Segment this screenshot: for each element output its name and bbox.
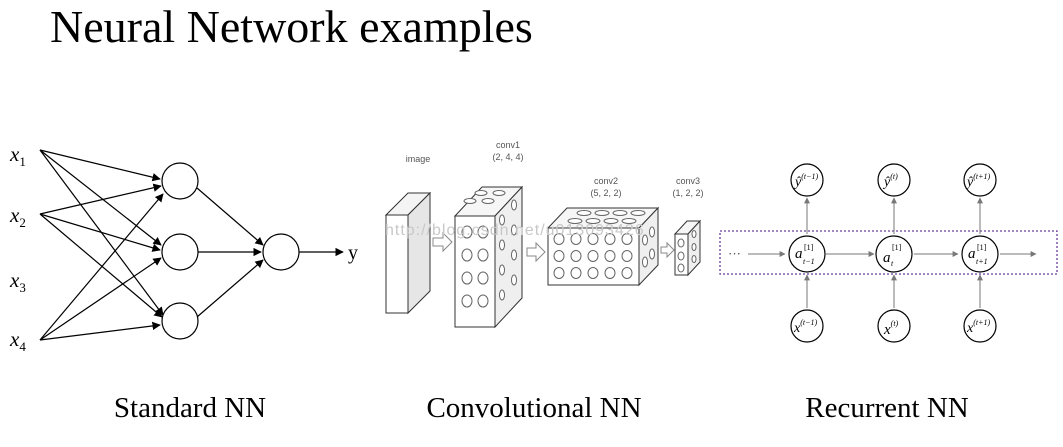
rnn-hidden-frame — [719, 230, 1058, 275]
caption-convolutional-nn: Convolutional NN — [426, 392, 642, 424]
rnn-input-label-t: x(t) — [883, 319, 899, 338]
cnn-arrow-3 — [660, 241, 675, 259]
cnn-conv2-holes — [553, 210, 655, 279]
convolutional-nn-diagram: image conv1 (2, 4, 4 — [384, 140, 704, 329]
rnn-output-label-t: ŷ(t) — [882, 172, 898, 190]
rnn-input-node-t-plus-1 — [963, 309, 997, 343]
rnn-output-node-t — [877, 163, 911, 197]
rnn-hidden-node-t-plus-1 — [961, 235, 999, 273]
rnn-hidden-superscript-t-minus-1: [1] — [804, 243, 814, 252]
hidden-neuron-1 — [161, 162, 199, 200]
hidden-neuron-3 — [161, 302, 199, 340]
watermark-text: http://blog.csdn.net/u013093426 — [385, 222, 645, 239]
standard-nn-diagram: x1 x2 x3 x4 — [9, 142, 358, 354]
cnn-conv1-dims: (2, 4, 4) — [492, 152, 523, 162]
cnn-conv2-block — [546, 206, 660, 287]
cnn-image-label: image — [406, 154, 431, 164]
caption-standard-nn: Standard NN — [113, 392, 267, 424]
cnn-conv3-holes — [677, 230, 697, 273]
rnn-input-node-t-minus-1 — [790, 309, 824, 343]
rnn-hidden-label-t-minus-1: a — [795, 246, 803, 262]
hidden-output-edges — [196, 187, 344, 318]
recurrent-nn-diagram: ··· ŷ(t−1) ŷ(t) ŷ(t — [719, 163, 1058, 343]
input-label-x2: x2 — [9, 203, 26, 230]
cnn-conv2-dims: (5, 2, 2) — [590, 188, 621, 198]
rnn-output-label-t-minus-1: ŷ(t−1) — [793, 172, 819, 190]
rnn-hidden-subscript-t: t — [891, 259, 894, 268]
rnn-hidden-node-t-minus-1 — [788, 235, 826, 273]
rnn-hidden-label-t: a — [883, 250, 891, 266]
rnn-output-node-t-minus-1 — [790, 163, 824, 197]
rnn-hidden-superscript-t: [1] — [892, 243, 902, 252]
cnn-arrow-2 — [526, 241, 546, 263]
input-label-x3: x3 — [9, 268, 26, 295]
rnn-vertical-arrows — [804, 197, 983, 308]
rnn-hidden-superscript-t-plus-1: [1] — [977, 243, 987, 252]
rnn-hidden-subscript-t-minus-1: t−1 — [803, 257, 815, 266]
rnn-input-node-t — [877, 309, 911, 343]
rnn-output-node-t-plus-1 — [963, 163, 997, 197]
slide-title: Neural Network examples — [50, 1, 533, 52]
cnn-conv3-label: conv3 — [676, 176, 700, 186]
cnn-conv2-label: conv2 — [594, 176, 618, 186]
input-hidden-edges — [39, 149, 164, 341]
cnn-arrow-1 — [432, 231, 453, 253]
cnn-image-slab — [384, 191, 432, 315]
cnn-conv1-holes — [461, 190, 517, 308]
rnn-hidden-subscript-t-plus-1: t+1 — [976, 257, 988, 266]
rnn-hidden-label-t-plus-1: a — [968, 246, 976, 262]
rnn-hidden-node-t — [875, 235, 913, 273]
caption-recurrent-nn: Recurrent NN — [805, 392, 969, 424]
rnn-output-label-t-plus-1: ŷ(t+1) — [965, 172, 991, 190]
rnn-ellipsis: ··· — [728, 246, 741, 261]
input-label-x4: x4 — [9, 327, 26, 354]
rnn-input-label-t-minus-1: x(t−1) — [793, 318, 818, 336]
output-label-y: y — [348, 242, 358, 264]
rnn-input-label-t-plus-1: x(t+1) — [966, 318, 991, 336]
cnn-conv1-label: conv1 — [496, 140, 520, 150]
hidden-neuron-2 — [161, 233, 199, 271]
cnn-conv3-dims: (1, 2, 2) — [672, 188, 703, 198]
input-label-x1: x1 — [9, 142, 26, 169]
output-neuron — [262, 233, 300, 271]
